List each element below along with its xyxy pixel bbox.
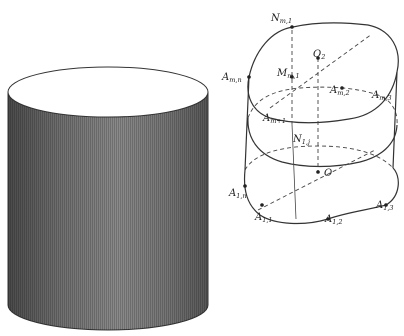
- point-a-12: [326, 217, 330, 221]
- cylinder-top-face: [7, 66, 209, 118]
- label-o-bottom: O: [324, 168, 332, 179]
- label-a-mid-left: Am+1: [262, 113, 286, 125]
- middle-layer-front: [247, 117, 398, 168]
- label-a-bottom-1: A1,1: [254, 212, 273, 224]
- top-diagonal: [269, 33, 373, 109]
- label-a-bottom-right: A1,3: [375, 200, 394, 212]
- label-a-m2: Am,2: [329, 85, 350, 97]
- labels: Nm,1 O2 Am,n Mm,1 Am,2 Am,3 Am+1 N1,j O …: [221, 13, 394, 226]
- label-o-top: O2: [313, 49, 325, 61]
- front-edge: [291, 123, 297, 220]
- point-n-top: [290, 25, 294, 29]
- label-a-bottom-left: A1,n: [228, 188, 247, 200]
- point-m: [290, 75, 294, 79]
- wireframe-solid: [243, 22, 399, 225]
- cylinder: [7, 66, 209, 331]
- point-a-13: [384, 203, 388, 207]
- label-n-mid: N1,j: [292, 134, 310, 146]
- label-m-mid: Mm,1: [276, 68, 300, 80]
- left-edge: [244, 76, 250, 171]
- label-n-top: Nm,1: [270, 13, 292, 25]
- middle-layer-back: [247, 86, 398, 126]
- point-o: [316, 170, 320, 174]
- label-a-m3: Am,3: [371, 90, 392, 102]
- point-a-1n: [243, 184, 247, 188]
- right-edge: [392, 71, 398, 169]
- label-a-left: Am,n: [221, 72, 242, 84]
- point-a-11: [260, 203, 264, 207]
- point-a-left: [247, 75, 251, 79]
- point-a-m2: [340, 86, 344, 90]
- bottom-diagonal: [257, 149, 376, 211]
- label-a-bottom-2: A1,2: [324, 214, 343, 226]
- cylinder-body-texture: [8, 92, 208, 330]
- point-o-top: [316, 56, 320, 60]
